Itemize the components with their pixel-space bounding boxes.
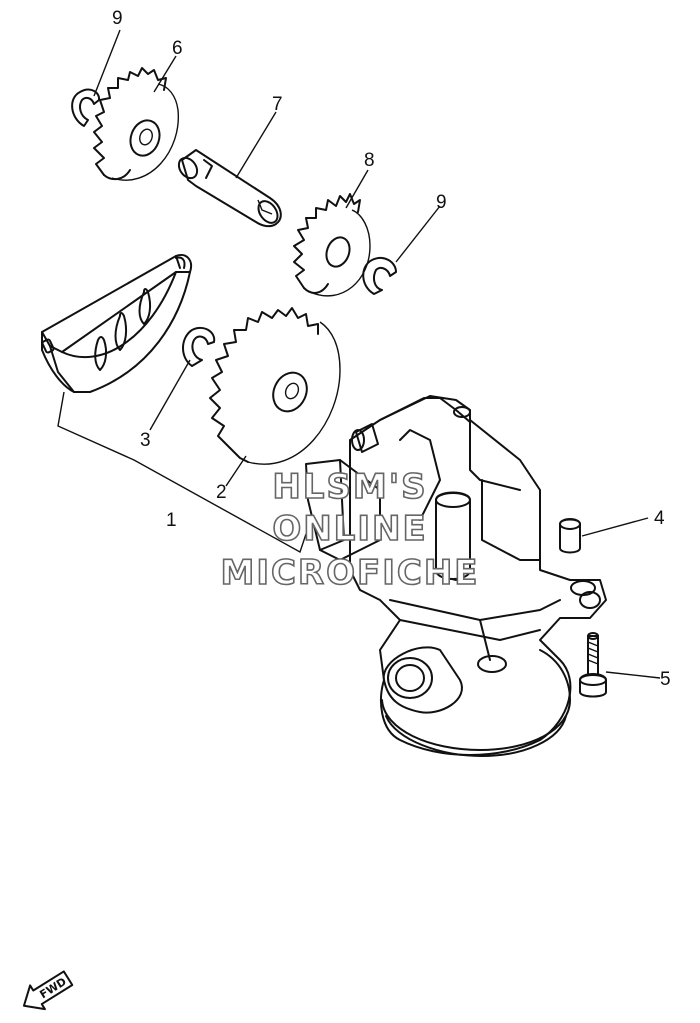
gear-2 — [209, 307, 341, 465]
callout-2: 2 — [216, 482, 227, 503]
fwd-arrow-icon: FWD — [22, 970, 74, 1011]
callout-9b: 9 — [436, 192, 447, 213]
shaft-7 — [177, 149, 282, 228]
leader-lines — [57, 29, 661, 679]
cover-plate — [41, 254, 192, 393]
callout-9a: 9 — [112, 8, 123, 29]
watermark-line-2: ONLINE — [272, 509, 427, 549]
circlip-right — [362, 256, 397, 295]
callout-8: 8 — [364, 150, 375, 171]
dowel-pin-4 — [559, 518, 581, 554]
gear-6 — [93, 67, 179, 181]
watermark: HLSM'S ONLINE MICROFICHE — [220, 466, 479, 594]
oil-pump-body — [305, 395, 607, 757]
callout-5: 5 — [660, 669, 671, 690]
callout-6: 6 — [172, 38, 183, 59]
callout-1: 1 — [166, 510, 177, 531]
callout-4: 4 — [654, 508, 665, 529]
callout-3: 3 — [140, 430, 151, 451]
callouts: 9 6 7 8 9 3 2 1 4 5 — [112, 8, 671, 690]
circlip-top-left — [71, 88, 101, 127]
gear-8 — [293, 193, 371, 297]
callout-7: 7 — [272, 94, 283, 115]
watermark-line-3: MICROFICHE — [220, 553, 479, 593]
circlip-3 — [182, 326, 216, 367]
bolt-5 — [579, 632, 607, 698]
watermark-line-1: HLSM'S — [272, 467, 427, 507]
